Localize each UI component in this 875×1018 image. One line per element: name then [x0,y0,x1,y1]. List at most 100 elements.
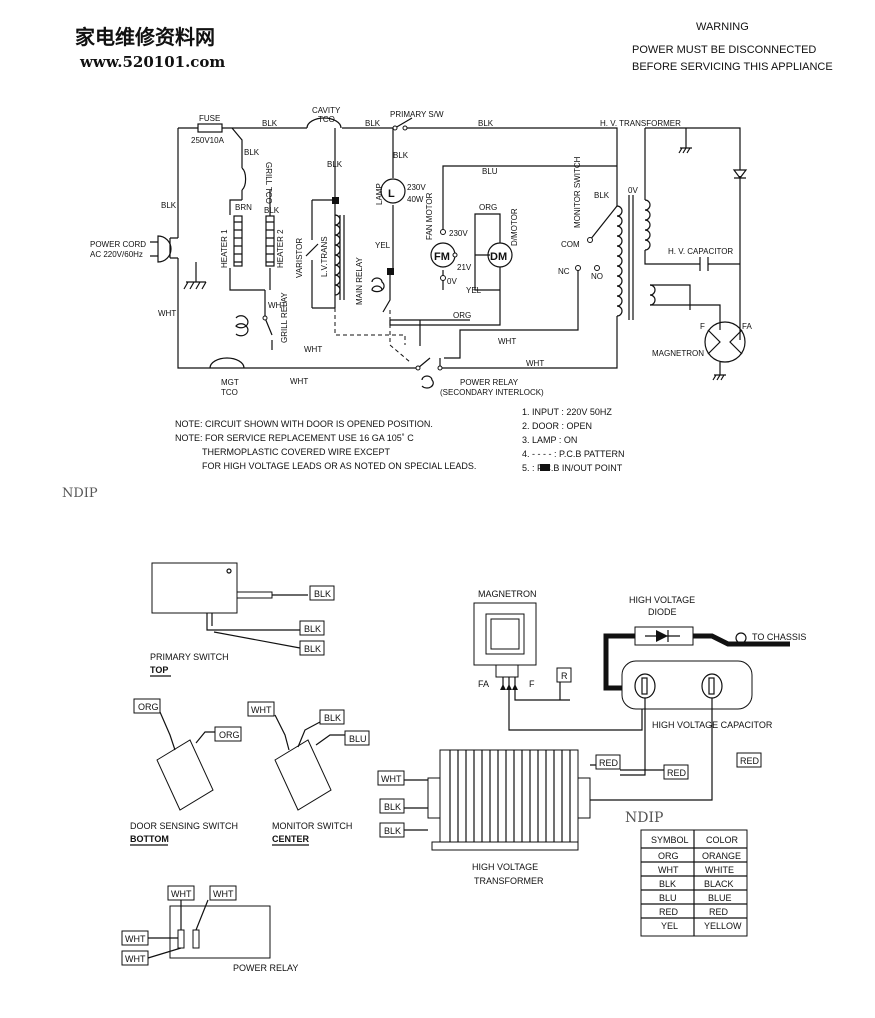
diagram-label: BLK [262,119,278,128]
hv-transformer-part: HIGH VOLTAGE TRANSFORMER [404,749,620,886]
power-cord-plug [150,235,207,290]
diagram-label: MGT [221,378,239,387]
primary-switch-symbol [394,117,413,129]
part-label: POWER RELAY [233,963,298,973]
main-relay-symbol [371,268,470,346]
diagram-label: ORG [138,702,159,712]
diagram-label: F [529,679,535,689]
condition-item: 2. DOOR : OPEN [522,421,592,431]
diagram-label: H. V. CAPACITOR [668,247,733,256]
pcb-point-symbol [540,464,550,471]
diagram-label: BLK [393,151,409,160]
wire-label-boxes: BLK BLK BLK ORG ORG WHT BLK BLU WHT WHT … [121,585,762,966]
diagram-label: WHT [251,705,272,715]
d-motor-symbol: DM [474,213,513,290]
condition-item: 5. : P.C.B IN/OUT POINT [522,463,623,473]
diagram-label: MAGNETRON [652,349,704,358]
diagram-label: POWER RELAY [460,378,519,387]
table-cell: RED [659,907,679,917]
diagram-label: BRN [235,203,252,212]
table-cell: BLU [659,893,677,903]
diagram-label: ORG [219,730,240,740]
heater-1-symbol [229,199,265,291]
watermark-ndip: NDIP [62,486,98,501]
table-cell: ORANGE [702,851,741,861]
condition-item: 3. LAMP : ON [522,435,577,445]
diagram-label: 0V [628,186,638,195]
diagram-label: H. V. TRANSFORMER [600,119,681,128]
diagram-label: ORG [453,311,471,320]
diagram-label: WHT [171,889,192,899]
diagram-label: (SECONDARY INTERLOCK) [440,388,544,397]
diagram-label: 21V [457,263,472,272]
condition-item: 4. - - - - : P.C.B PATTERN [522,449,625,459]
diagram-label: 0V [447,277,457,286]
power-relay-part: POWER RELAY [147,899,298,973]
diagram-label: CAVITY [312,106,341,115]
diagram-label: F [700,322,705,331]
diagram-label: BLK [365,119,381,128]
diagram-label: DM [490,251,507,263]
fan-motor-symbol: FM [430,229,458,281]
part-label: HIGH VOLTAGE [629,595,695,605]
mgt-tco-symbol [209,357,245,369]
hv-capacitor-part: HIGH VOLTAGE CAPACITOR [574,660,773,804]
diagram-label: WHT [381,774,402,784]
diagram-label: WHT [125,934,146,944]
part-label: DOOR SENSING SWITCH [130,821,238,831]
notes: NOTE: CIRCUIT SHOWN WITH DOOR IS OPENED … [175,419,476,471]
diagram-label: TCO [318,115,335,124]
note-3: THERMOPLASTIC COVERED WIRE EXCEPT [202,447,391,457]
diagram-label: POWER CORD [90,240,146,249]
diagram-label: GRILL RELAY [280,292,289,343]
diagram-label: WHT [526,359,544,368]
diagram-label: RED [740,756,760,766]
watermark-ndip: NDIP [625,810,663,826]
diagram-label: WHT [158,309,176,318]
color-table: SYMBOL COLOR ORG ORANGE WHT WHITE BLK BL… [640,829,748,937]
door-sensing-switch-part: DOOR SENSING SWITCH BOTTOM [130,711,238,846]
diagram-label: BLU [482,167,498,176]
schematic: L FM DM [90,106,752,397]
diagram-label: L [388,188,395,200]
cavity-tco-symbol [306,117,342,129]
site-name-cn: 家电维修资料网 [75,25,215,49]
diagram-label: VARISTOR [295,238,304,278]
table-cell: WHITE [705,865,734,875]
table-cell: BLACK [704,879,734,889]
diagram-label: YEL [466,286,482,295]
diagram-label: NC [558,267,570,276]
table-header: COLOR [706,835,739,845]
note-4: FOR HIGH VOLTAGE LEADS OR AS NOTED ON SP… [202,461,476,471]
diagram-label: BLK [304,624,321,634]
diagram-label: HEATER 2 [276,229,285,268]
diagram-label: WHT [213,889,234,899]
diagram-label: 250V10A [191,136,225,145]
diagram-label: BLK [161,201,177,210]
grill-relay-symbol [235,290,273,350]
primary-switch-part: PRIMARY SWITCH TOP [150,562,308,677]
diagram-label: 230V [407,183,426,192]
magnetron-symbol [704,321,746,381]
diagram-label: GRILL TCO [264,162,273,204]
warning-title: WARNING [696,21,749,33]
part-sublabel: CENTER [272,834,310,844]
table-cell: RED [709,907,729,917]
table-header: SYMBOL [651,835,689,845]
diagram-label: 40W [407,195,424,204]
diagram-label: WHT [498,337,516,346]
diagram-label: BLK [314,589,331,599]
hv-transformer-symbol [440,127,741,369]
hv-capacitor-symbol [699,257,709,271]
note-2: NOTE: FOR SERVICE REPLACEMENT USE 16 GA … [175,433,414,443]
diagram-label: FM [434,251,450,263]
diagram-label: BLU [349,734,367,744]
diagram-label: BLK [478,119,494,128]
lamp-symbol: L [380,128,406,268]
diagram-label: ORG [479,203,497,212]
diagram-label: BLK [304,644,321,654]
heater-2-symbol [265,205,275,290]
diagram-label: D/MOTOR [510,208,519,246]
diagram-label: WHT [290,377,308,386]
